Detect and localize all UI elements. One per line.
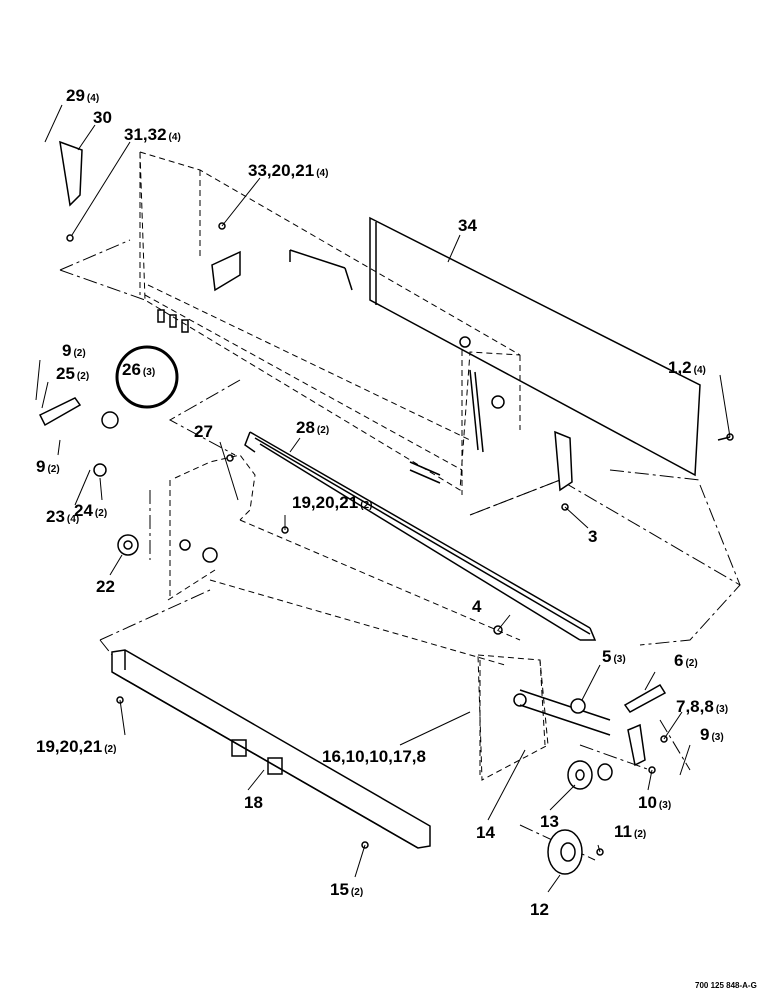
callout-23: 23(4) [46, 507, 79, 526]
callout-6: 6(2) [674, 651, 698, 670]
callout-7-8-8: 7,8,8(3) [676, 697, 728, 716]
callout-33-20-21: 33,20,21(4) [248, 161, 328, 180]
document-id: 700 125 848-A-G [695, 981, 757, 990]
hardware [38, 140, 734, 875]
callout-22: 22 [96, 577, 115, 596]
leader-lines [35, 104, 731, 893]
callout-28: 28(2) [296, 418, 329, 437]
callout-29: 29(4) [66, 86, 99, 105]
callout-25: 25(2) [56, 364, 89, 383]
callout-1-2: 1,2(4) [668, 358, 706, 377]
callout-16-10-10-17-8: 16,10,10,17,8 [322, 747, 426, 766]
callout-26: 26(3) [122, 360, 155, 379]
callout-14: 14 [476, 823, 495, 842]
callout-9-lower: 9(3) [700, 725, 724, 744]
callout-27: 27 [194, 422, 213, 441]
bar-18 [111, 649, 431, 849]
callout-3: 3 [588, 527, 597, 546]
callout-4: 4 [472, 597, 482, 616]
callout-15: 15(2) [330, 880, 363, 899]
callout-31-32: 31,32(4) [124, 125, 181, 144]
callout-19-20-21-upper: 19,20,21(2) [292, 493, 372, 512]
callout-34: 34 [458, 216, 477, 235]
callout-10: 10(3) [638, 793, 671, 812]
cover-panel-34 [369, 216, 701, 477]
callout-9-upper: 9(2) [62, 341, 86, 360]
callout-18: 18 [244, 793, 263, 812]
callout-5: 5(3) [602, 647, 626, 666]
callout-12: 12 [530, 900, 549, 919]
callout-30: 30 [93, 108, 112, 127]
callout-labels: 29(4) 30 31,32(4) 33,20,21(4) 34 9(2) 25… [36, 86, 728, 919]
chain-lines [59, 239, 741, 861]
upper-housing [139, 151, 521, 495]
callout-13: 13 [540, 812, 559, 831]
callout-19-20-21-lower: 19,20,21(2) [36, 737, 116, 756]
callout-circle-26 [115, 345, 179, 409]
rods-28 [244, 431, 597, 641]
callout-9-middle: 9(2) [36, 457, 60, 476]
lower-frame [167, 454, 611, 781]
callout-24: 24(2) [74, 501, 107, 520]
callout-11: 11(2) [614, 822, 646, 841]
